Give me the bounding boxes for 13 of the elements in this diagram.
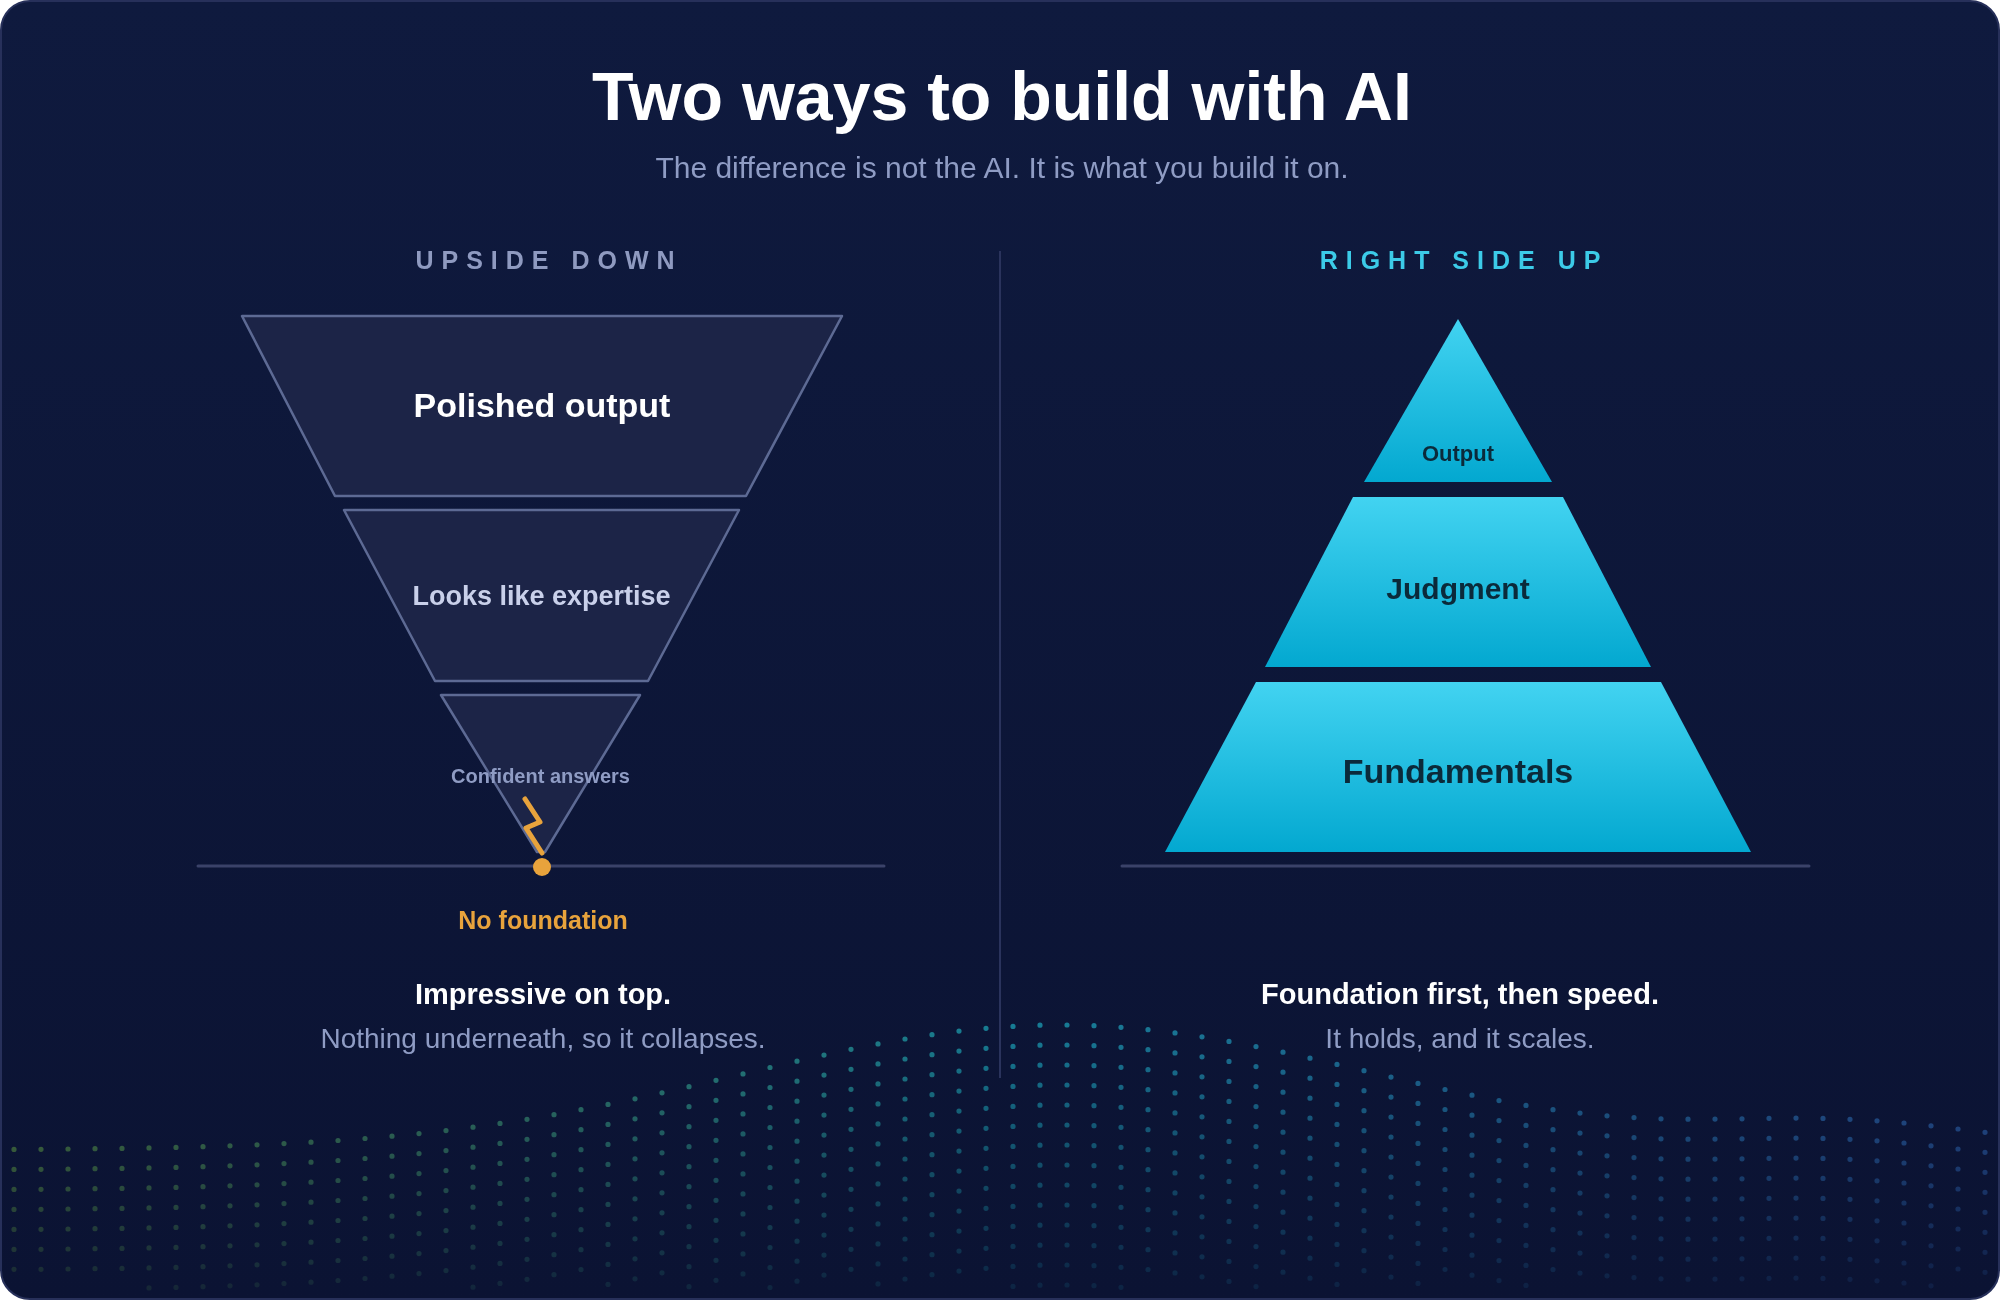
summary-heading: Impressive on top. (414, 979, 672, 1009)
summary-text: It holds, and it scales. (1325, 1025, 1595, 1053)
tier-label: Output (1421, 443, 1495, 465)
section-heading: RIGHT SIDE UP (1318, 247, 1609, 273)
tier-label: Polished output (413, 388, 671, 422)
summary-heading: Foundation first, then speed. (1261, 979, 1659, 1009)
tier-label: Looks like expertise (412, 582, 671, 610)
section-heading: UPSIDE DOWN (414, 247, 683, 273)
subtitle: The difference is not the AI. It is what you build it on. (655, 153, 1349, 183)
tier-label: Judgment (1386, 574, 1530, 604)
warning-label: No foundation (458, 907, 628, 933)
tier-label: Fundamentals (1342, 754, 1574, 788)
summary-text: Nothing underneath, so it collapses. (320, 1025, 766, 1053)
